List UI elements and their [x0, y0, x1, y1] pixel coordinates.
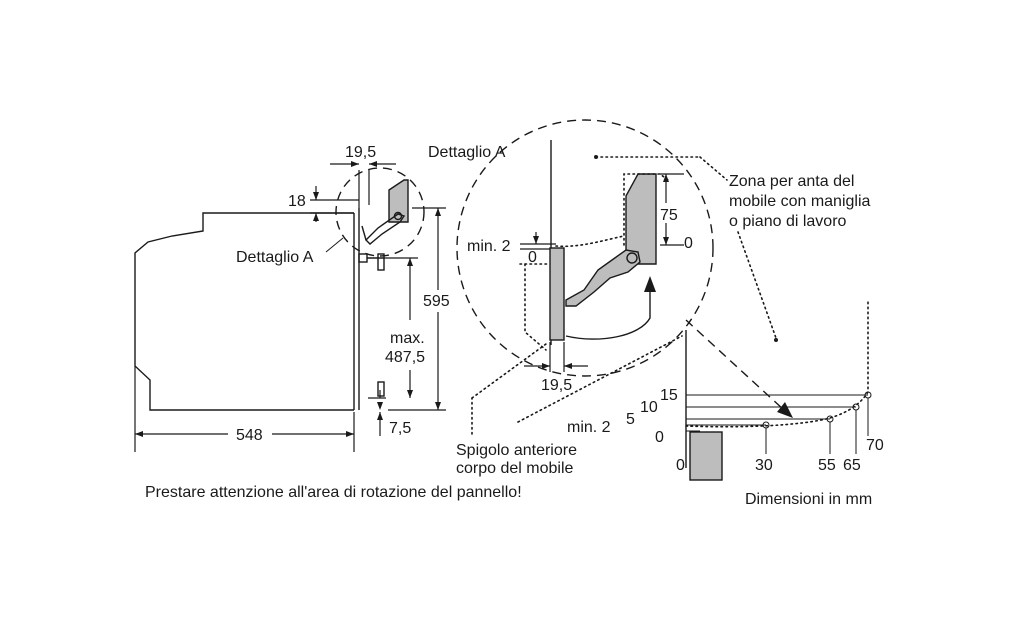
dim-18: 18: [288, 193, 306, 210]
dim-0-left: 0: [528, 249, 537, 266]
label-zona-line2: mobile con maniglia: [729, 193, 871, 210]
x-label-30: 30: [755, 457, 773, 474]
arrow: [313, 213, 319, 221]
label-spigolo-line2: corpo del mobile: [456, 460, 574, 477]
zona-leader-2: [737, 231, 777, 339]
spigolo-leader: [471, 343, 547, 399]
detail-a-enlarged-circle: [456, 119, 714, 377]
rotation-curve: [685, 299, 869, 428]
arrow: [351, 161, 359, 167]
y-label-5: 5: [626, 411, 635, 428]
oven-handle-knob: [377, 253, 385, 271]
arrow: [369, 161, 377, 167]
hinge-pivot: [393, 211, 403, 221]
oven-foot: [377, 381, 385, 397]
dim-75: 75: [660, 207, 678, 224]
door-dotted-outline: [623, 173, 669, 246]
y-label-min2: min. 2: [567, 419, 611, 436]
arrow: [663, 237, 669, 245]
dot-marker: [774, 338, 778, 342]
label-spigolo-line1: Spigolo anteriore: [456, 442, 577, 459]
dim-7-5: 7,5: [389, 420, 411, 437]
label-units: Dimensioni in mm: [745, 491, 872, 508]
arrow: [407, 258, 413, 266]
detail-a-view: Dettaglio A min. 2 0: [428, 119, 714, 435]
label-bg: [659, 203, 685, 223]
oven-body-outline: [134, 212, 354, 411]
y-label-15: 15: [660, 387, 678, 404]
motion-dashed-line: [685, 319, 785, 411]
arrow: [435, 402, 441, 410]
x-label-55: 55: [818, 457, 836, 474]
arrow: [377, 412, 383, 420]
dot-marker: [594, 155, 598, 159]
zona-leader: [699, 156, 728, 181]
arrow: [346, 431, 354, 437]
dim-548: 548: [236, 427, 263, 444]
x-label-70: 70: [866, 437, 884, 454]
arrow: [564, 363, 572, 369]
arrow: [435, 208, 441, 216]
arrow: [533, 236, 539, 244]
label-bg: [420, 290, 460, 312]
label-dettaglio-a-left: Dettaglio A: [236, 249, 314, 266]
hinge-block: [388, 179, 409, 223]
oven-side-view: 19,5 18 Dettaglio A 595 max. 487,5: [134, 144, 460, 452]
motion-arrowhead: [777, 402, 793, 418]
dim-max-value: 487,5: [385, 349, 425, 366]
warning-text: Prestare attenzione all'area di rotazion…: [145, 484, 522, 501]
rotation-arrowhead: [644, 276, 656, 292]
dim-19-5-bottom: 19,5: [541, 377, 572, 394]
label-dettaglio-a-top: Dettaglio A: [428, 144, 506, 161]
arrow: [135, 431, 143, 437]
spigolo-leader: [517, 335, 683, 423]
oven-panel-detail: [549, 247, 565, 341]
cabinet-block: [689, 431, 723, 481]
dim-max-label: max.: [390, 330, 425, 347]
leader-line: [325, 237, 344, 253]
panel-dotted-outline: [524, 263, 547, 351]
rotation-arrow: [565, 288, 651, 340]
rotation-view: 15 10 5 min. 2 0 0 30 55 65 70: [567, 299, 884, 481]
label-zona-line1: Zona per anta del: [729, 173, 854, 190]
hinge-pivot-detail: [626, 252, 638, 264]
gap-dotted-line: [555, 235, 625, 248]
dim-19-5-top: 19,5: [345, 144, 376, 161]
x-label-0: 0: [676, 457, 685, 474]
oven-latch: [358, 253, 368, 263]
arrow: [407, 390, 413, 398]
arrow: [663, 174, 669, 182]
y-label-10: 10: [640, 399, 658, 416]
label-zona-line3: o piano di lavoro: [729, 213, 847, 230]
y-label-0: 0: [655, 429, 664, 446]
dim-min2-detail: min. 2: [467, 238, 511, 255]
arrow: [542, 363, 550, 369]
dim-595: 595: [423, 293, 450, 310]
dim-0-right: 0: [684, 235, 693, 252]
hinge-arm-detail: [565, 249, 641, 307]
arrow: [313, 192, 319, 200]
arrow: [377, 402, 383, 410]
hinge-link: [361, 225, 367, 241]
hinge-arm: [365, 213, 406, 245]
detail-a-circle: [335, 167, 425, 257]
x-label-65: 65: [843, 457, 861, 474]
